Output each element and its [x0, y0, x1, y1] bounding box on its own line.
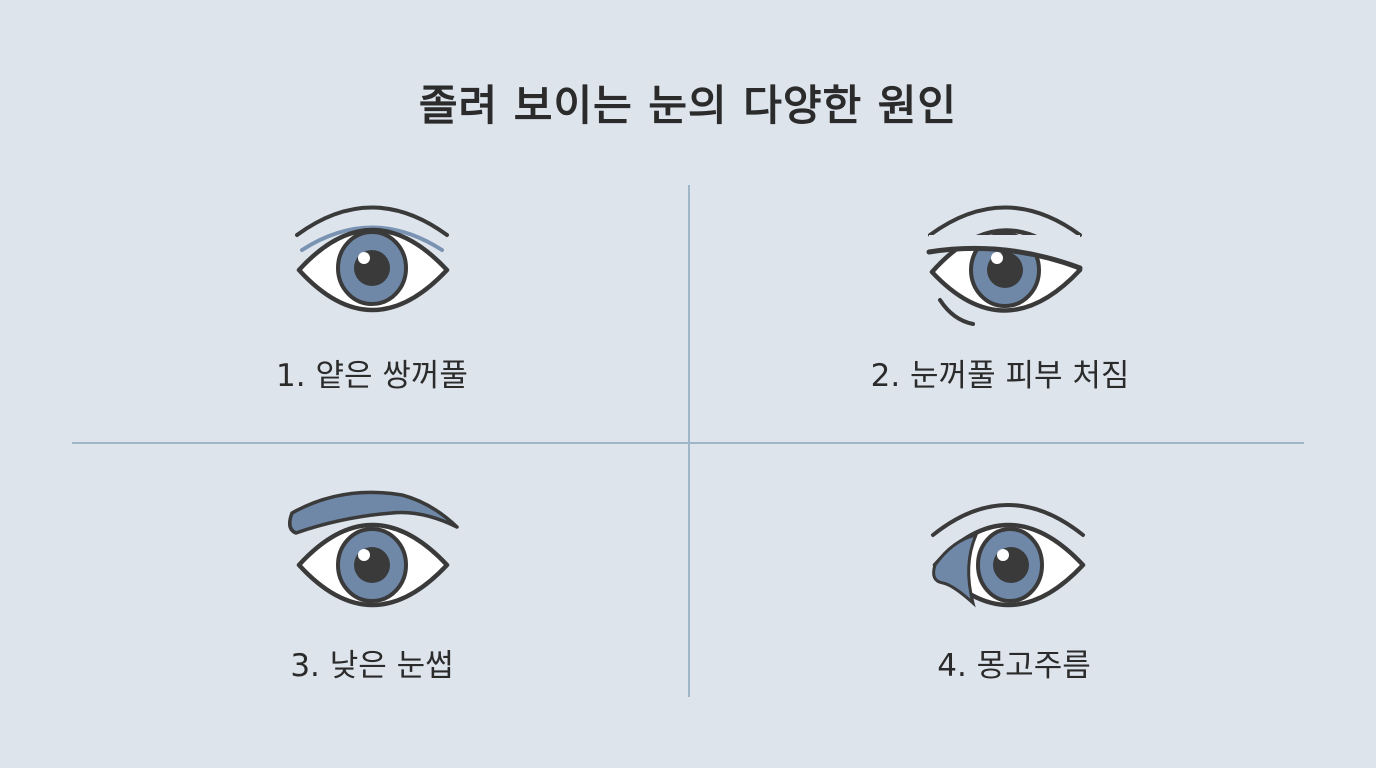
page-title: 졸려 보이는 눈의 다양한 원인 — [418, 81, 958, 130]
eye-epicanthic-fold-icon — [931, 503, 1086, 608]
cause-label-3: 3. 낮은 눈썹 — [290, 648, 454, 684]
eye-thin-double-eyelid-icon — [295, 205, 450, 313]
cause-label-2: 2. 눈꺼풀 피부 처짐 — [870, 358, 1130, 394]
cause-label-4: 4. 몽고주름 — [937, 648, 1091, 684]
cause-label-1: 1. 얕은 쌍꺼풀 — [276, 358, 468, 394]
vertical-divider — [688, 185, 690, 697]
eye-low-eyebrow-icon — [288, 490, 459, 608]
horizontal-divider — [72, 442, 1304, 444]
eye-drooping-eyelid-icon — [926, 205, 1083, 326]
